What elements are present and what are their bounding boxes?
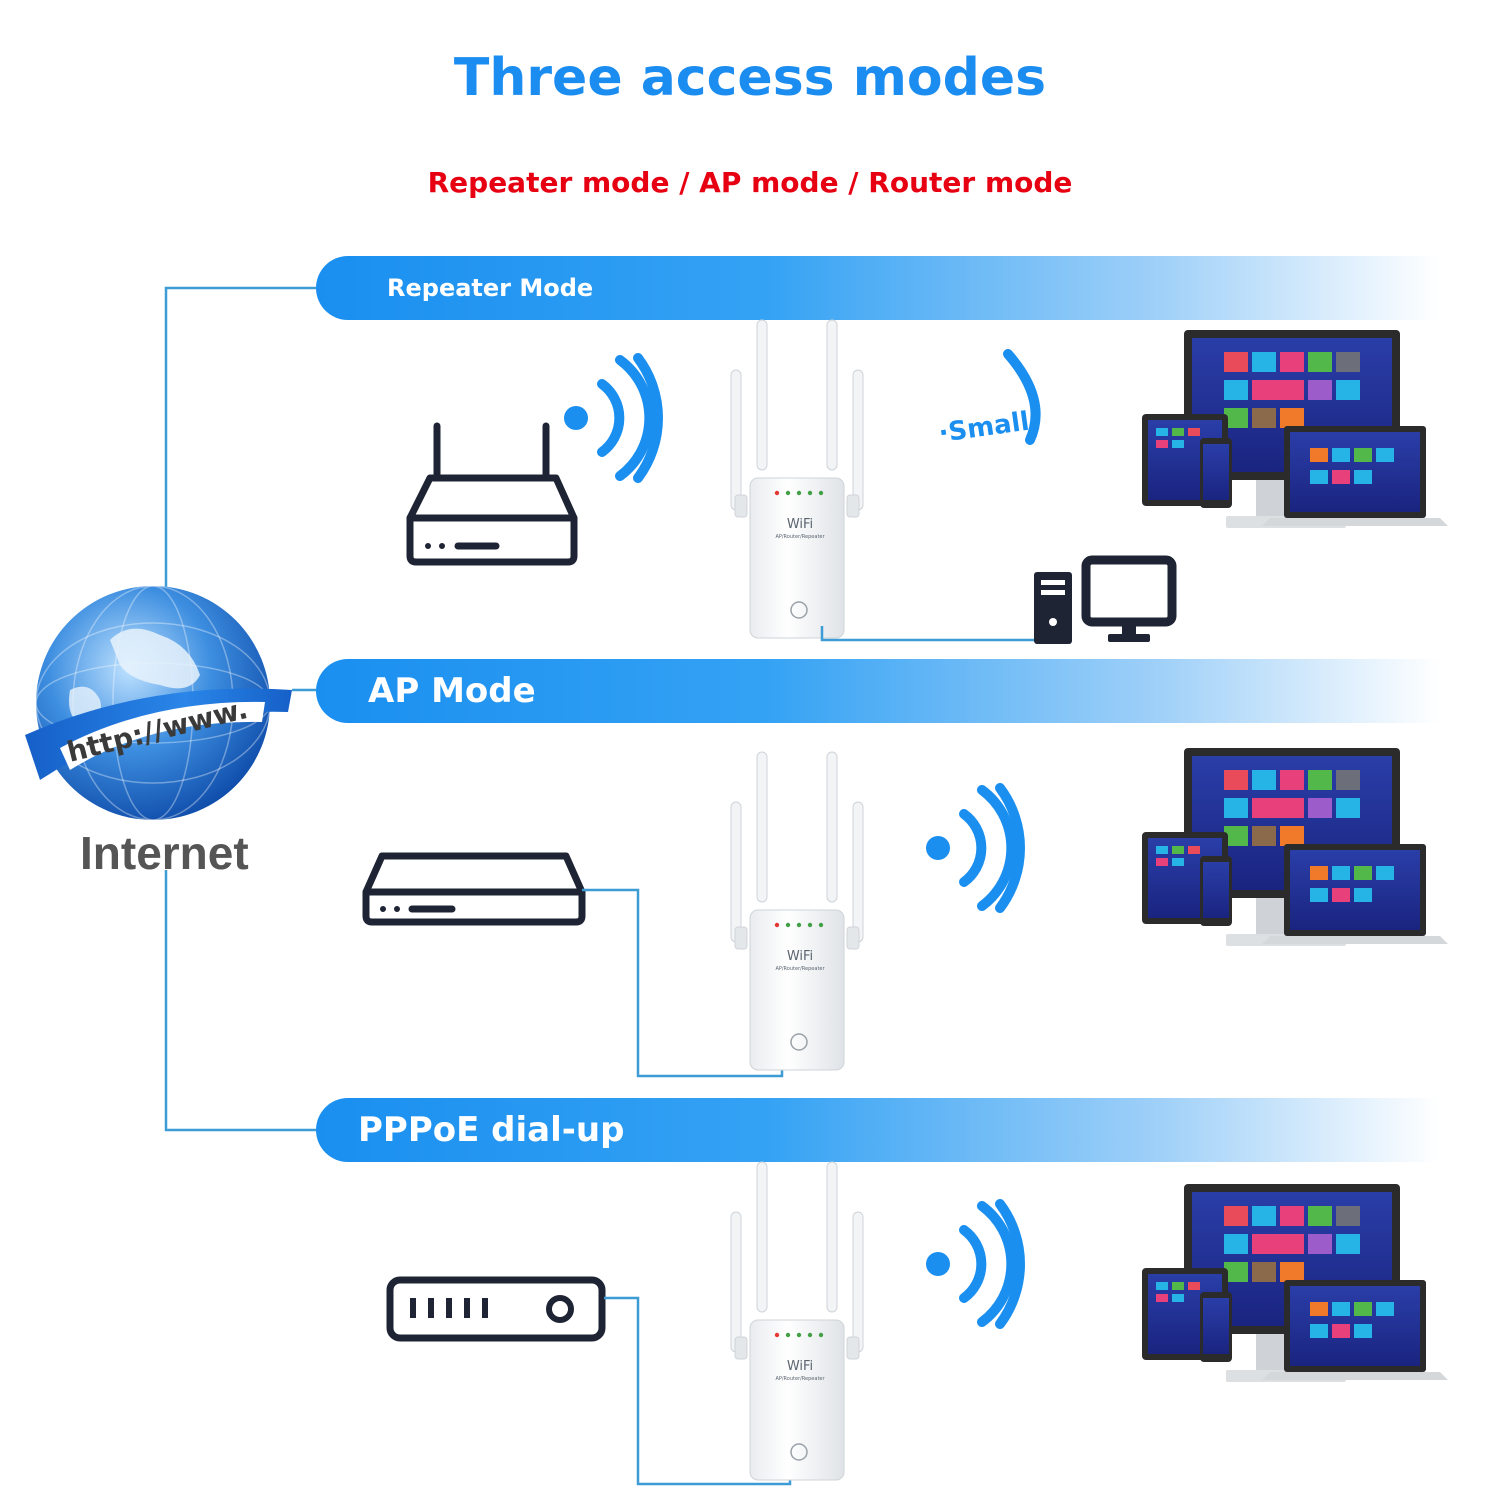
- small-signal-tag: ·Small: [937, 407, 1031, 449]
- banner-repeater-mode: Repeater Mode: [316, 256, 1440, 320]
- page-subtitle: Repeater mode / AP mode / Router mode: [427, 166, 1073, 199]
- dialup-modem-icon: [386, 1276, 606, 1342]
- ethernet-cable-line: [820, 626, 1034, 642]
- router-icon: [406, 422, 578, 566]
- banner-pppoe-mode: PPPoE dial-up: [316, 1098, 1440, 1162]
- wifi-extender-device-pppoe: [730, 1161, 864, 1481]
- banner-ap-mode: AP Mode: [316, 659, 1440, 723]
- device-brand-label: WiFi: [787, 517, 813, 532]
- desktop-computer-icon: [1034, 555, 1177, 644]
- wifi-signal-icon: [564, 358, 658, 478]
- device-model-label: AP/Router/Repeater: [775, 534, 825, 540]
- wifi-signal-icon-ap: [926, 788, 1020, 908]
- modem-icon: [362, 852, 586, 926]
- wifi-extender-device-ap: [730, 751, 864, 1071]
- wifi-arc-icon: [1003, 349, 1041, 445]
- wifi-signal-icon-pppoe: [926, 1204, 1020, 1324]
- internet-label: Internet: [80, 827, 249, 879]
- banner-repeater-label: Repeater Mode: [387, 274, 594, 302]
- wifi-extender-device: [730, 319, 864, 639]
- device-brand-label-pppoe: WiFi: [787, 1359, 813, 1374]
- page-title: Three access modes: [453, 48, 1047, 108]
- device-brand-label-ap: WiFi: [787, 949, 813, 964]
- client-devices-icon-pppoe: [1142, 1184, 1448, 1382]
- client-devices-icon: [1142, 330, 1448, 528]
- banner-ap-label: AP Mode: [368, 671, 536, 711]
- banner-pppoe-label: PPPoE dial-up: [358, 1110, 625, 1150]
- internet-link-lines: [164, 286, 316, 1132]
- device-model-label-ap: AP/Router/Repeater: [775, 966, 825, 972]
- client-devices-icon-ap: [1142, 748, 1448, 946]
- device-model-label-pppoe: AP/Router/Repeater: [775, 1376, 825, 1382]
- internet-globe-icon: http://www.: [25, 585, 292, 821]
